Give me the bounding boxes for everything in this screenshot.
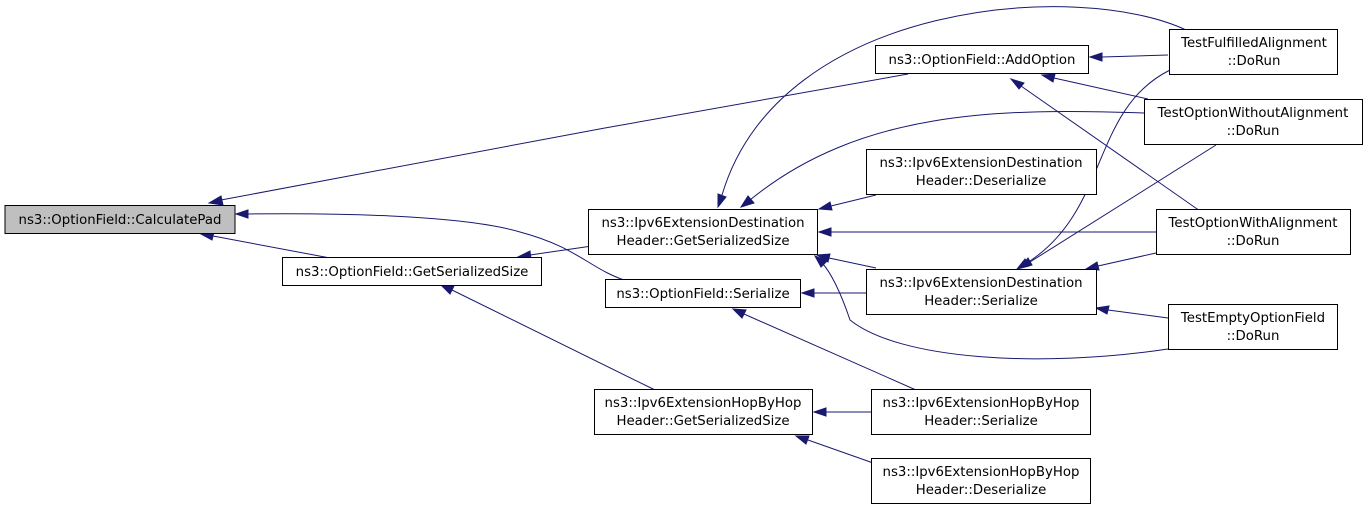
node-label-line1: ns3::Ipv6ExtensionDestination (879, 156, 1082, 171)
node-label-line2: Header::GetSerializedSize (616, 414, 789, 429)
node-dest-get-serialized-size[interactable]: ns3::Ipv6ExtensionDestination Header::Ge… (588, 209, 818, 255)
node-label-line1: TestOptionWithAlignment (1168, 216, 1338, 231)
edge-option-serialize-to-calculate-pad (234, 209, 631, 283)
node-label-line1: TestFulfilledAlignment (1180, 36, 1327, 51)
node-label-line1: ns3::Ipv6ExtensionHopByHop (883, 396, 1080, 411)
edges (199, 6, 1217, 465)
node-label-line2: ::DoRun (1227, 124, 1280, 139)
node-dest-deserialize[interactable]: ns3::Ipv6ExtensionDestination Header::De… (866, 149, 1097, 195)
edge-hop-deserialize-to-hop-gss (794, 435, 877, 465)
node-label-line2: Header::Deserialize (916, 174, 1047, 189)
edge-option-gss-to-calculate-pad (199, 231, 331, 259)
node-test-option-with-alignment[interactable]: TestOptionWithAlignment ::DoRun (1156, 209, 1351, 255)
node-label-line1: TestEmptyOptionField (1180, 311, 1325, 326)
node-label-line1: TestOptionWithoutAlignment (1157, 106, 1349, 121)
edge-dest-serialize-to-dest-gss (815, 253, 877, 269)
node-label-line2: Header::Deserialize (916, 483, 1047, 498)
node-label-line2: Header::Serialize (924, 414, 1038, 429)
edge-hop-serialize-to-hop-gss (812, 407, 871, 417)
node-label-line2: ::DoRun (1228, 54, 1281, 69)
edge-hop-serialize-to-option-serialize (731, 308, 917, 391)
node-hop-get-serialized-size[interactable]: ns3::Ipv6ExtensionHopByHop Header::GetSe… (594, 389, 813, 435)
edge-test-without-alignment-to-dest-serialize (1018, 144, 1217, 269)
edge-dest-deserialize-to-dest-gss (817, 194, 877, 211)
edge-test-empty-to-dest-gss (813, 254, 1169, 360)
node-label-line1: ns3::Ipv6ExtensionDestination (879, 276, 1082, 291)
edge-dest-serialize-to-option-serialize (800, 288, 866, 298)
node-label: ns3::OptionField::GetSerializedSize (296, 265, 529, 280)
edge-test-without-alignment-to-add-option (1040, 73, 1149, 100)
node-label: ns3::OptionField::AddOption (889, 53, 1076, 68)
node-label-line2: Header::GetSerializedSize (616, 234, 789, 249)
node-label-line2: Header::Serialize (924, 294, 1038, 309)
edge-test-with-alignment-to-dest-gss (817, 227, 1156, 237)
node-label: ns3::OptionField::CalculatePad (19, 213, 222, 228)
node-add-option[interactable]: ns3::OptionField::AddOption (875, 45, 1089, 74)
node-option-serialize[interactable]: ns3::OptionField::Serialize (605, 279, 801, 308)
node-test-fulfilled-alignment[interactable]: TestFulfilledAlignment ::DoRun (1169, 29, 1338, 75)
node-label: ns3::OptionField::Serialize (616, 287, 789, 302)
edge-test-fulfilled-to-dest-gss (717, 6, 1187, 209)
edge-test-fulfilled-to-add-option (1088, 52, 1169, 62)
node-dest-serialize[interactable]: ns3::Ipv6ExtensionDestination Header::Se… (866, 269, 1097, 315)
node-label-line2: ::DoRun (1227, 234, 1280, 249)
edge-test-with-alignment-to-dest-serialize (1084, 252, 1157, 271)
edge-test-with-alignment-to-add-option (1009, 78, 1201, 212)
node-label-line1: ns3::Ipv6ExtensionDestination (601, 216, 804, 231)
node-hop-deserialize[interactable]: ns3::Ipv6ExtensionHopByHop Header::Deser… (871, 458, 1091, 504)
node-test-empty-option-field[interactable]: TestEmptyOptionField ::DoRun (1168, 304, 1338, 350)
node-test-option-without-alignment[interactable]: TestOptionWithoutAlignment ::DoRun (1144, 99, 1363, 145)
node-hop-serialize[interactable]: ns3::Ipv6ExtensionHopByHop Header::Seria… (871, 389, 1091, 435)
node-label-line1: ns3::Ipv6ExtensionHopByHop (605, 396, 802, 411)
node-label-line1: ns3::Ipv6ExtensionHopByHop (883, 465, 1080, 480)
nodes: ns3::OptionField::CalculatePad ns3::Opti… (4, 29, 1363, 504)
node-label-line2: ::DoRun (1227, 329, 1280, 344)
node-option-get-serialized-size[interactable]: ns3::OptionField::GetSerializedSize (282, 257, 542, 286)
edge-test-empty-to-dest-serialize (1094, 305, 1169, 319)
edge-test-without-alignment-to-dest-gss (739, 110, 1145, 208)
node-calculate-pad[interactable]: ns3::OptionField::CalculatePad (4, 205, 236, 234)
edge-add-option-to-calculate-pad (207, 73, 909, 206)
